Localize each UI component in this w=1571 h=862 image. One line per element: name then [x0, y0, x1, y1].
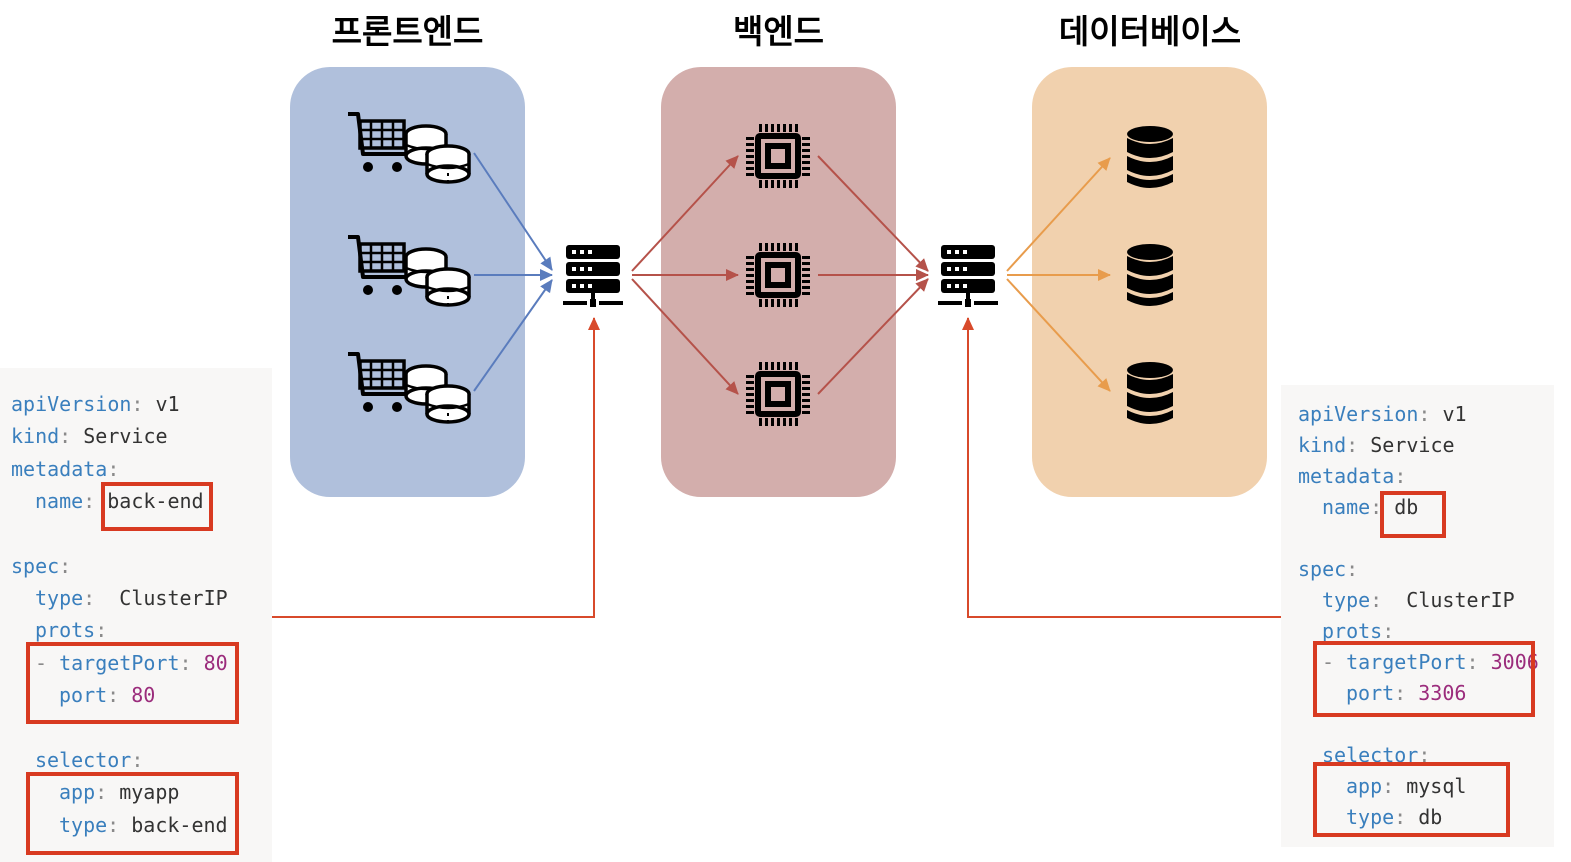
yaml-key: app: [59, 780, 96, 804]
backend-yaml-link-arrow: [272, 317, 600, 618]
cpu-chip-icon: [746, 243, 810, 307]
db-service-server-icon: [938, 245, 998, 307]
yaml-value: back-end: [107, 489, 204, 513]
shopping-cart-coins-icon: [346, 352, 471, 424]
frontend-title: 프론트엔드: [331, 12, 484, 51]
yaml-value: mysql: [1406, 774, 1467, 798]
ports-highlight-box: [26, 642, 239, 724]
yaml-value: Service: [83, 424, 168, 448]
yaml-value: Service: [1370, 433, 1455, 457]
yaml-value: db: [1418, 805, 1443, 829]
service-to-database-arrow: [1006, 278, 1111, 392]
yaml-key: app: [1346, 774, 1383, 798]
yaml-key: type: [1322, 588, 1371, 612]
yaml-key: metadata: [11, 457, 108, 481]
database-icon: [1127, 126, 1173, 188]
database-icon: [1127, 244, 1173, 306]
yaml-key: name: [1322, 495, 1371, 519]
yaml-key: targetPort: [1346, 650, 1467, 674]
yaml-key: type: [59, 813, 108, 837]
ports-highlight-box: [1313, 641, 1535, 717]
shopping-cart-coins-icon: [346, 235, 471, 307]
yaml-key: type: [1346, 805, 1395, 829]
yaml-value: ClusterIP: [1406, 588, 1515, 612]
yaml-value: ClusterIP: [119, 586, 228, 610]
backend-service-server-icon: [563, 245, 623, 307]
db-yaml-link-arrow: [962, 317, 1281, 618]
name-highlight-box: [1380, 491, 1446, 538]
yaml-key: spec: [11, 554, 60, 578]
yaml-value: 3306: [1418, 681, 1467, 705]
database-title: 데이터베이스: [1058, 12, 1242, 51]
yaml-key: metadata: [1298, 464, 1395, 488]
service-to-backend-arrow: [631, 278, 739, 395]
yaml-key: name: [35, 489, 84, 513]
yaml-key: prots: [1322, 619, 1383, 643]
backend-to-service-arrow: [817, 278, 929, 395]
service-to-database-arrow: [1006, 157, 1111, 272]
backend-service-yaml: apiVersion: v1 kind: Service metadata: n…: [0, 368, 272, 862]
yaml-value: v1: [1442, 402, 1467, 426]
yaml-key: kind: [11, 424, 60, 448]
yaml-key: apiVersion: [1298, 402, 1419, 426]
frontend-to-service-arrow: [473, 152, 553, 271]
backend-title: 백엔드: [732, 12, 825, 51]
selector-highlight-box: [26, 772, 239, 855]
yaml-key: port: [59, 683, 108, 707]
yaml-key: selector: [35, 748, 132, 772]
yaml-value: back-end: [131, 813, 228, 837]
yaml-value: 80: [203, 651, 228, 675]
cpu-chip-icon: [746, 124, 810, 188]
yaml-value: myapp: [119, 780, 180, 804]
yaml-key: type: [35, 586, 84, 610]
yaml-key: targetPort: [59, 651, 180, 675]
yaml-value: db: [1394, 495, 1419, 519]
backend-to-service-arrow: [817, 155, 929, 272]
database-icon: [1127, 362, 1173, 424]
cpu-chip-icon: [746, 362, 810, 426]
yaml-value: v1: [155, 392, 180, 416]
selector-highlight-box: [1313, 762, 1510, 837]
frontend-to-service-arrow: [473, 279, 553, 392]
yaml-key: prots: [35, 618, 96, 642]
yaml-key: port: [1346, 681, 1395, 705]
yaml-key: kind: [1298, 433, 1347, 457]
shopping-cart-coins-icon: [346, 112, 471, 184]
yaml-key: spec: [1298, 557, 1347, 581]
service-to-backend-arrow: [631, 155, 739, 272]
name-highlight-box: [101, 482, 213, 531]
yaml-value: 3006: [1490, 650, 1539, 674]
yaml-key: apiVersion: [11, 392, 132, 416]
yaml-value: 80: [131, 683, 156, 707]
